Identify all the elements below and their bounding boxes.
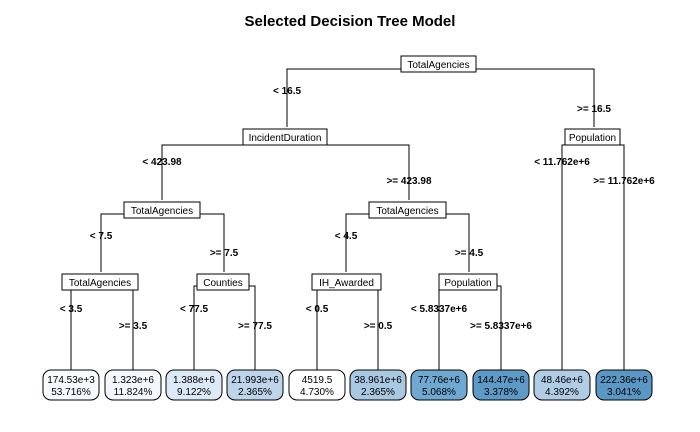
split-label-n3: TotalAgencies	[131, 206, 193, 217]
leaf-box	[472, 369, 530, 401]
leaf-percent: 9.122%	[177, 387, 211, 398]
edge-label-n8-right: >= 5.8337e+6	[470, 321, 532, 332]
leaf-node: 144.47e+63.378%	[472, 369, 530, 401]
leaf-node: 21.993e+62.365%	[226, 369, 284, 401]
edge-n2-right	[620, 144, 625, 372]
leaf-percent: 2.365%	[361, 387, 395, 398]
split-label-n2: Population	[569, 133, 616, 144]
edge-n6-left	[193, 285, 197, 372]
split-nodes: TotalAgencies IncidentDuration Populatio…	[61, 55, 621, 291]
split-label-n1: IncidentDuration	[249, 133, 322, 144]
leaf-box	[595, 369, 653, 401]
leaf-value: 222.36e+6	[600, 375, 648, 386]
edge-label-n3-right: >= 7.5	[210, 248, 239, 259]
edge-n8-right	[497, 285, 502, 372]
leaf-value: 144.47e+6	[477, 375, 525, 386]
leaf-node: 222.36e+63.041%	[595, 369, 653, 401]
leaf-box	[288, 369, 346, 401]
leaf-percent: 53.716%	[51, 387, 91, 398]
leaf-percent: 4.730%	[300, 387, 334, 398]
edge-labels: < 16.5 >= 16.5 < 423.98 >= 423.98 < 11.7…	[60, 86, 655, 332]
leaf-box	[226, 369, 284, 401]
leaf-value: 1.323e+6	[112, 375, 154, 386]
edge-label-n4-right: >= 4.5	[455, 248, 484, 259]
edge-label-root-right: >= 16.5	[577, 104, 611, 115]
leaf-node: 174.53e+353.716%	[42, 369, 100, 401]
split-node-totalagencies-mid: TotalAgencies	[368, 201, 447, 219]
edge-n2-left	[561, 144, 565, 372]
edge-n3-right	[200, 213, 225, 272]
edge-root-right	[476, 68, 595, 127]
edge-label-n7-left: < 0.5	[306, 304, 329, 315]
leaf-value: 77.76e+6	[418, 375, 460, 386]
leaf-percent: 5.068%	[422, 387, 456, 398]
split-node-incident-duration: IncidentDuration	[242, 128, 328, 146]
edge-n4-left	[345, 213, 369, 272]
edge-n6-right	[249, 285, 256, 372]
leaf-percent: 11.824%	[114, 387, 153, 398]
edge-n1-right	[327, 144, 410, 200]
leaf-box	[349, 369, 407, 401]
split-node-root: TotalAgencies	[400, 55, 477, 73]
leaf-node: 38.961e+62.365%	[349, 369, 407, 401]
leaf-value: 4519.5	[302, 375, 333, 386]
split-node-population-bottom: Population	[438, 273, 498, 291]
split-label-n6: Counties	[203, 278, 242, 289]
leaf-percent: 4.392%	[545, 387, 579, 398]
leaf-value: 38.961e+6	[354, 375, 402, 386]
edge-label-root-left: < 16.5	[273, 86, 302, 97]
leaf-box	[104, 369, 162, 401]
split-label-n5: TotalAgencies	[69, 278, 131, 289]
edge-root-left	[286, 68, 401, 127]
edge-label-n3-left: < 7.5	[90, 231, 113, 242]
edge-label-n8-left: < 5.8337e+6	[411, 304, 468, 315]
leaf-value: 48.46e+6	[541, 375, 583, 386]
split-label-n8: Population	[444, 278, 491, 289]
edge-label-n2-left: < 11.762e+6	[534, 157, 590, 168]
split-node-counties: Counties	[196, 273, 250, 291]
leaf-box	[410, 369, 468, 401]
leaf-value: 21.993e+6	[231, 375, 279, 386]
leaf-percent: 2.365%	[238, 387, 272, 398]
split-label-root: TotalAgencies	[407, 60, 469, 71]
leaf-node: 1.323e+611.824%	[104, 369, 162, 401]
leaf-node: 48.46e+64.392%	[533, 369, 591, 401]
edge-label-n5-right: >= 3.5	[119, 321, 148, 332]
leaf-box	[165, 369, 223, 401]
edge-n5-left	[62, 285, 72, 372]
edge-label-n2-right: >= 11.762e+6	[593, 176, 655, 187]
edge-label-n4-left: < 4.5	[335, 231, 358, 242]
edge-n3-left	[100, 213, 124, 272]
leaf-percent: 3.041%	[607, 387, 641, 398]
edge-label-n5-left: < 3.5	[60, 304, 83, 315]
split-node-population-top: Population	[564, 128, 621, 146]
diagram-title: Selected Decision Tree Model	[245, 13, 456, 30]
leaf-node: 1.388e+69.122%	[165, 369, 223, 401]
split-node-totalagencies-left: TotalAgencies	[123, 201, 201, 219]
leaf-box	[42, 369, 100, 401]
leaf-nodes: 174.53e+353.716%1.323e+611.824%1.388e+69…	[42, 369, 653, 401]
leaf-box	[533, 369, 591, 401]
edge-n7-left	[312, 285, 318, 372]
split-node-ih-awarded: IH_Awarded	[311, 273, 382, 291]
edge-label-n6-left: < 77.5	[180, 304, 209, 315]
edge-label-n1-right: >= 423.98	[386, 176, 431, 187]
edge-n1-left	[161, 144, 243, 200]
leaf-node: 77.76e+65.068%	[410, 369, 468, 401]
leaf-percent: 3.378%	[484, 387, 518, 398]
leaf-value: 174.53e+3	[47, 375, 95, 386]
split-node-totalagencies-bottom: TotalAgencies	[61, 273, 139, 291]
edge-label-n6-right: >= 77.5	[238, 321, 272, 332]
edge-n4-right	[446, 213, 470, 272]
edge-label-n7-right: >= 0.5	[364, 321, 393, 332]
edge-label-n1-left: < 423.98	[142, 157, 182, 168]
leaf-value: 1.388e+6	[173, 375, 215, 386]
split-label-n4: TotalAgencies	[376, 206, 438, 217]
leaf-node: 4519.54.730%	[288, 369, 346, 401]
split-label-n7: IH_Awarded	[319, 278, 374, 289]
